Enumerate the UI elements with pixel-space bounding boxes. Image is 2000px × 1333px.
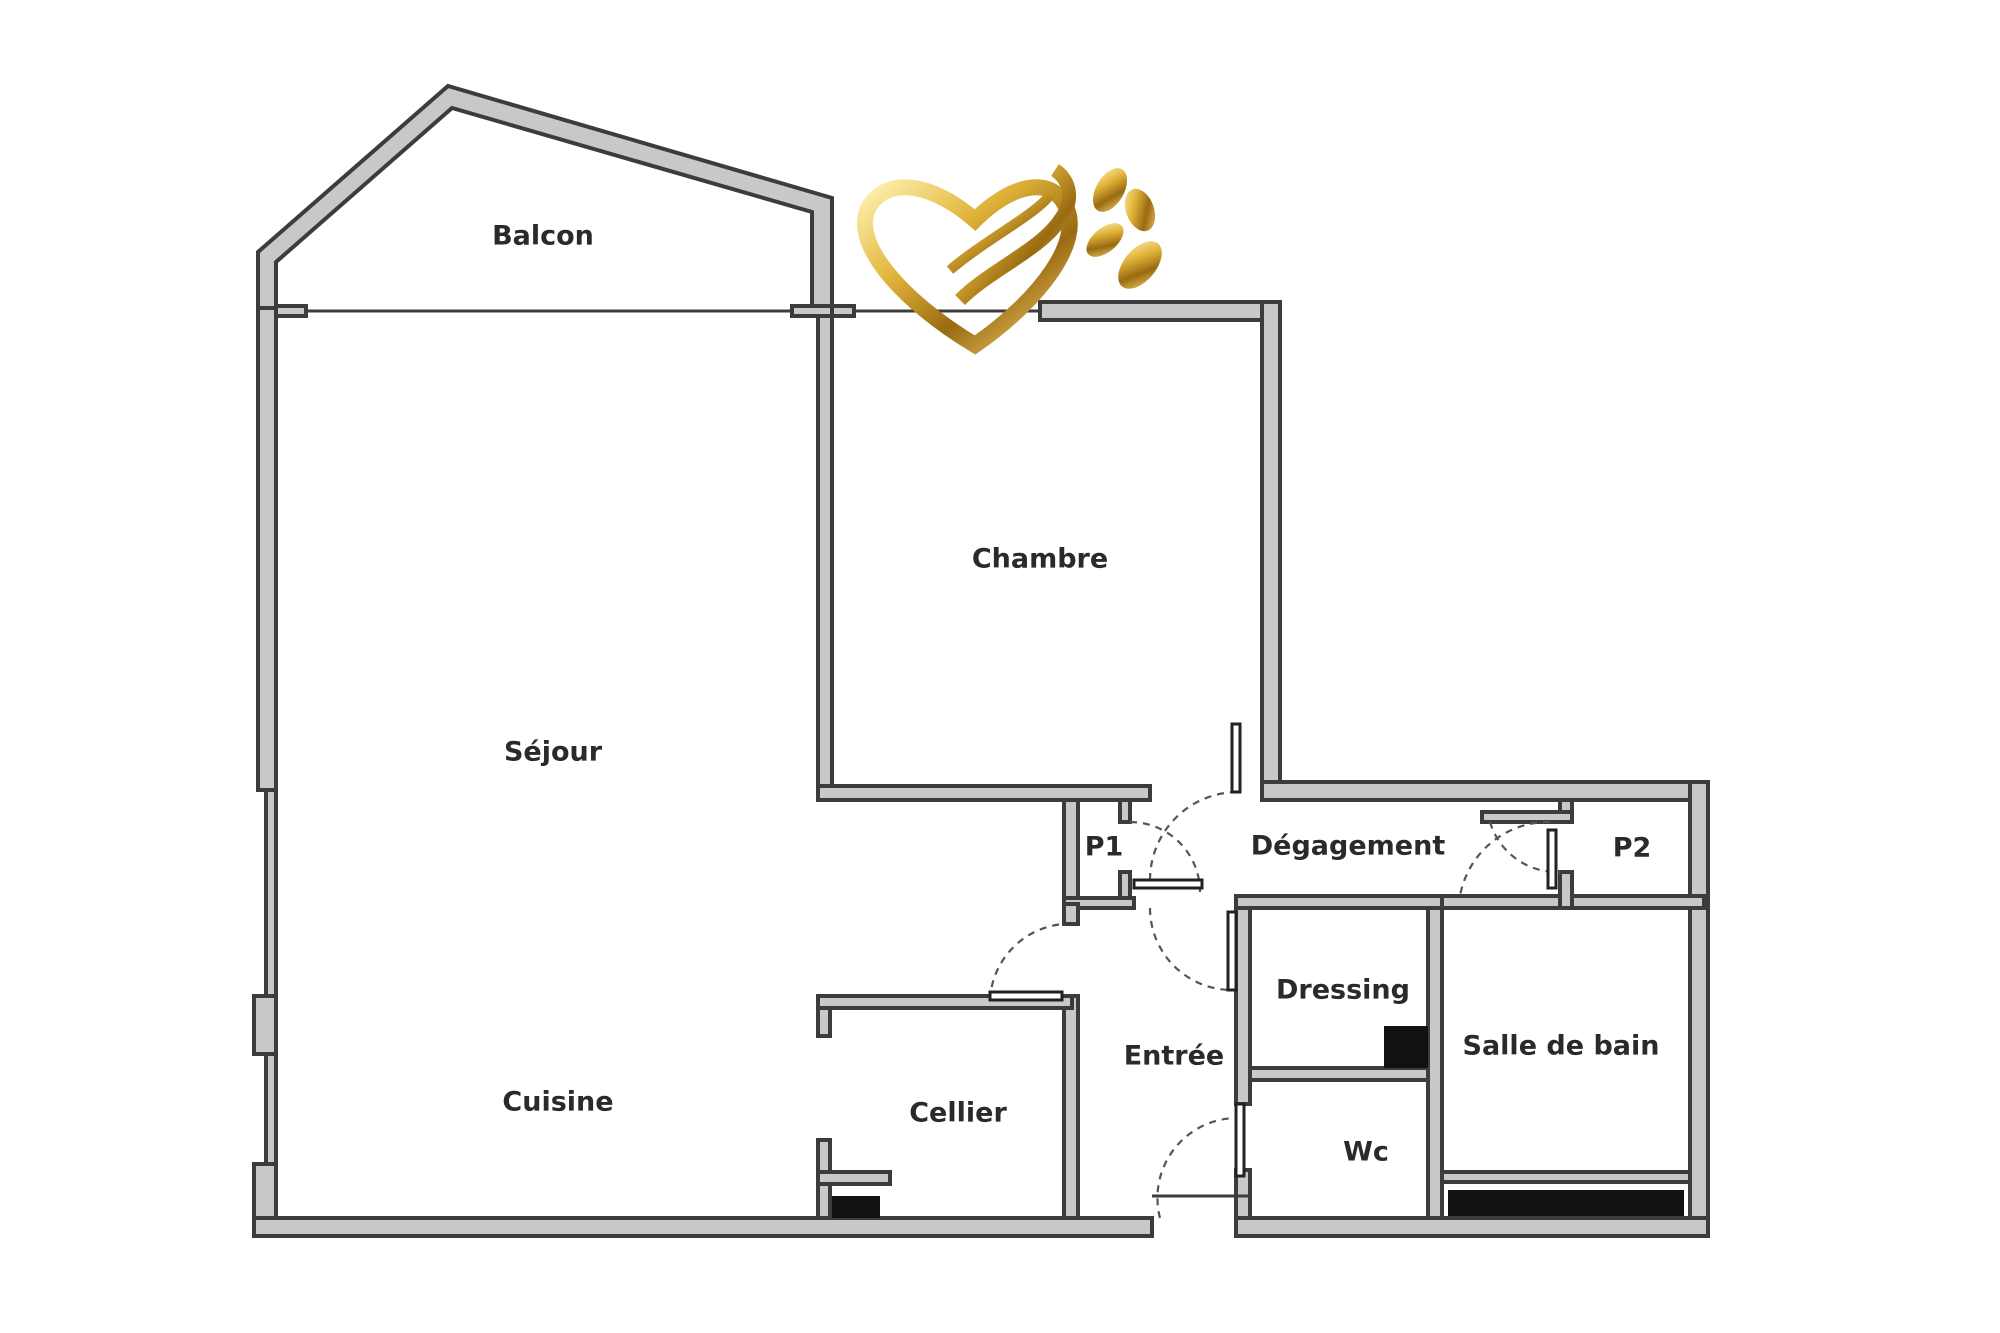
bathtub-edge xyxy=(1448,1190,1684,1216)
door-entree-upper xyxy=(1148,907,1233,992)
door-p1 xyxy=(1129,820,1202,893)
doors xyxy=(988,722,1561,1219)
balcony-walls xyxy=(256,83,1040,318)
door-salle-de-bain xyxy=(1458,820,1551,897)
label-p2: P2 xyxy=(1613,833,1652,864)
cellier-duct xyxy=(832,1196,880,1218)
label-sejour: Séjour xyxy=(504,737,603,768)
fixtures xyxy=(832,1026,1684,1218)
label-cellier: Cellier xyxy=(909,1098,1007,1129)
label-balcon: Balcon xyxy=(492,221,594,252)
label-wc: Wc xyxy=(1343,1137,1389,1168)
door-chambre xyxy=(1148,790,1239,881)
exterior-walls xyxy=(252,300,1710,1238)
label-dressing: Dressing xyxy=(1276,975,1410,1006)
label-entree: Entrée xyxy=(1124,1041,1225,1072)
gold-heart-ribbon-icon xyxy=(857,164,1162,355)
room-labels: Balcon Chambre Séjour Cuisine Cellier P1… xyxy=(492,221,1659,1168)
label-degagement: Dégagement xyxy=(1251,831,1446,862)
door-cuisine xyxy=(988,922,1065,1001)
label-cuisine: Cuisine xyxy=(502,1087,613,1118)
label-p1: P1 xyxy=(1085,832,1124,863)
label-salle-de-bain: Salle de bain xyxy=(1463,1031,1660,1062)
door-entrance xyxy=(1156,1116,1241,1219)
label-chambre: Chambre xyxy=(972,544,1108,575)
dressing-duct xyxy=(1384,1026,1428,1068)
interior-walls xyxy=(816,314,1706,1220)
